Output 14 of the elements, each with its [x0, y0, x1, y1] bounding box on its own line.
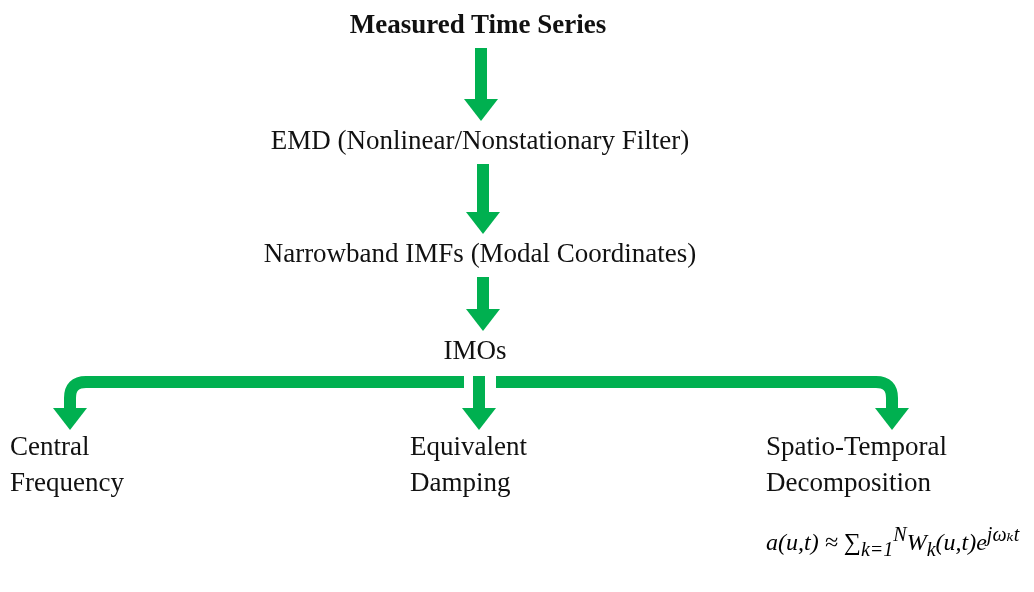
arrow: [464, 48, 498, 121]
step-label: EMD (Nonlinear/Nonstationary Filter): [269, 124, 691, 157]
heading-text: Measured Time Series: [348, 8, 608, 41]
formula: a(u,t) ≈ ∑$_{k=1}$$^{N}$W$_{k}$(u,t)e$^{jωₖt}$: [766, 522, 1020, 561]
step-label: Narrowband IMFs (Modal Coordinates): [262, 237, 698, 270]
step-label: Spatio-Temporal Decomposition: [766, 430, 949, 499]
arrow: [466, 277, 500, 331]
arrow: [496, 375, 909, 430]
step-label: IMOs: [442, 334, 508, 367]
arrow: [462, 376, 496, 430]
step-label: Equivalent Damping: [410, 430, 528, 499]
arrow: [466, 164, 500, 234]
step-label: Central Frequency: [10, 430, 125, 499]
arrow: [53, 375, 464, 430]
